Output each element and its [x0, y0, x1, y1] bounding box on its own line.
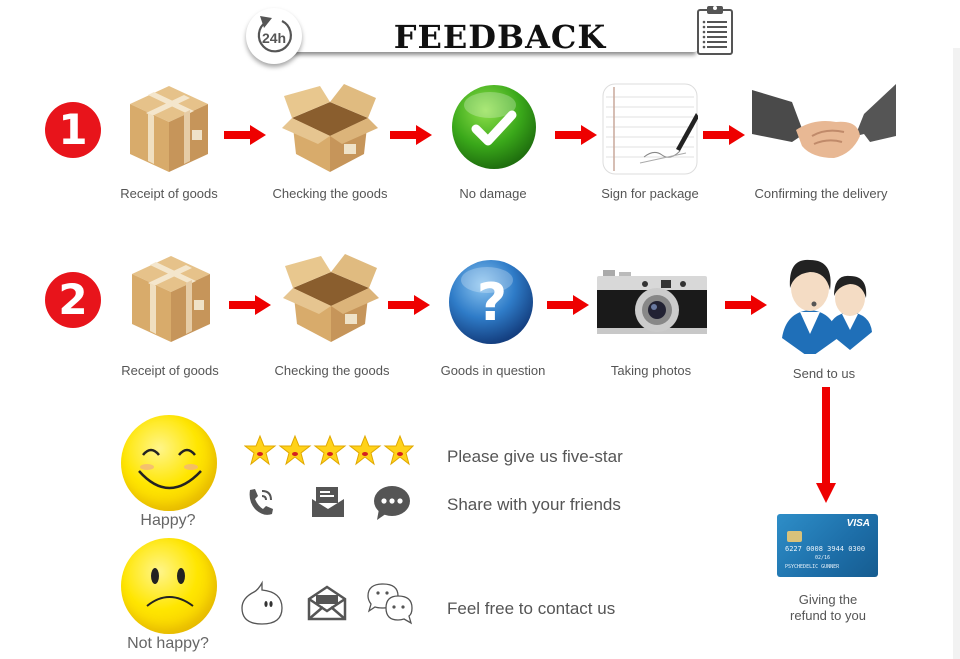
five-stars-rating[interactable]: [243, 434, 415, 473]
refund-label-line1: Giving the: [798, 592, 858, 607]
sealed-box-icon: [128, 84, 210, 179]
step-label: Checking the goods: [272, 186, 388, 201]
open-box-icon: [283, 252, 379, 349]
signature-pen-icon: [602, 83, 699, 180]
card-number: 6227 0008 3944 0300: [785, 545, 866, 553]
step-number-1: 1: [45, 102, 101, 158]
step-label: Taking photos: [610, 363, 692, 378]
contact-text: Feel free to contact us: [447, 599, 616, 618]
sealed-box-icon: [130, 254, 212, 349]
happy-face-icon: [121, 415, 217, 511]
blue-question-icon: ?: [447, 258, 535, 351]
arrow-right-icon: [725, 295, 767, 315]
step-label: Checking the goods: [274, 363, 390, 378]
arrow-right-icon: [555, 125, 597, 145]
wechat-icon[interactable]: [366, 582, 414, 631]
refund-label-line2: refund to you: [790, 608, 866, 623]
arrow-right-icon: [229, 295, 271, 315]
arrow-down-icon: [816, 387, 836, 508]
step-number-2: 2: [45, 272, 101, 328]
chat-bubble-icon[interactable]: [373, 485, 411, 526]
clipboard-icon: [696, 4, 734, 56]
open-box-icon: [282, 82, 378, 179]
arrow-right-icon: [547, 295, 589, 315]
camera-icon: [597, 270, 709, 343]
messenger-drop-icon[interactable]: [240, 580, 284, 631]
five-star-text: Please give us five-star: [447, 447, 623, 466]
sad-face-icon: [121, 538, 217, 634]
step-label: Receipt of goods: [120, 186, 218, 201]
arrow-right-icon: [703, 125, 745, 145]
open-envelope-icon[interactable]: [307, 583, 347, 628]
green-check-icon: [450, 83, 538, 176]
support-agents-icon: [778, 254, 874, 359]
step-label: Sign for package: [601, 186, 699, 201]
credit-card: VISA 6227 0008 3944 0300 02/16 PSYCHEDEL…: [777, 514, 878, 577]
svg-text:?: ?: [477, 273, 507, 333]
step-label: No damage: [459, 186, 527, 201]
scroll-strip: [953, 48, 960, 659]
arrow-right-icon: [224, 125, 266, 145]
card-brand: VISA: [846, 518, 870, 529]
step-label: Send to us: [792, 366, 856, 381]
step-label: Goods in question: [440, 363, 546, 378]
phone-icon[interactable]: [244, 486, 276, 523]
card-expiry: 02/16: [815, 555, 831, 561]
handshake-icon: [752, 84, 896, 175]
header-banner: [262, 16, 698, 52]
arrow-right-icon: [388, 295, 430, 315]
card-holder: PSYCHEDELIC GUNNER: [785, 564, 840, 570]
page-title: FEEDBACK: [393, 18, 607, 56]
svg-text:24h: 24h: [262, 30, 286, 46]
step-label: Receipt of goods: [121, 363, 219, 378]
not-happy-label: Not happy?: [127, 635, 209, 652]
happy-label: Happy?: [140, 512, 196, 529]
step-label: Confirming the delivery: [754, 186, 888, 201]
clock-24h-icon: 24h: [246, 8, 302, 64]
chip-icon: [787, 531, 802, 542]
arrow-right-icon: [390, 125, 432, 145]
share-text: Share with your friends: [447, 495, 621, 514]
mail-icon[interactable]: [310, 485, 346, 524]
